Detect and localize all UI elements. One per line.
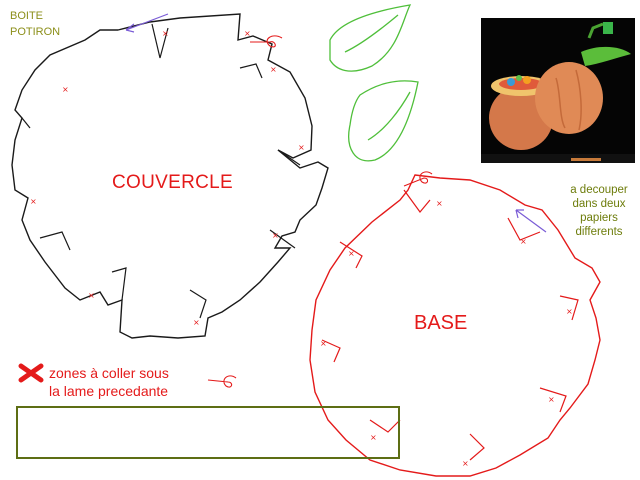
lid-notch-2 bbox=[239, 63, 263, 79]
base-notch-2 bbox=[507, 217, 541, 241]
base-glue-marks: × × × × × × × × bbox=[320, 199, 573, 468]
base-notch-6 bbox=[369, 419, 401, 433]
glue-legend: zones à coller sous la lame precedante bbox=[49, 364, 169, 400]
glue-mark: × bbox=[436, 199, 443, 208]
base-notch-4 bbox=[539, 387, 567, 413]
lid-notch-1 bbox=[151, 23, 169, 59]
glue-mark: × bbox=[88, 291, 95, 300]
lid-curl-icon bbox=[250, 35, 283, 48]
lid-notch-5 bbox=[189, 289, 207, 319]
legend-line-1: zones à coller sous bbox=[49, 365, 169, 381]
page-title: BOITE POTIRON bbox=[10, 8, 90, 40]
glue-mark: × bbox=[520, 237, 527, 246]
legend-curl-icon bbox=[207, 375, 237, 388]
glue-mark: × bbox=[298, 143, 305, 152]
lid-notch-4 bbox=[269, 229, 296, 249]
leaf-2 bbox=[348, 80, 419, 162]
photo-illustration bbox=[481, 18, 635, 163]
glue-mark: × bbox=[244, 29, 251, 38]
lid-arrow-icon bbox=[125, 13, 169, 33]
base-notch-1 bbox=[403, 189, 431, 213]
base-notch-5 bbox=[469, 433, 485, 461]
leaf-1 bbox=[329, 4, 412, 72]
note-line-1: a decouper bbox=[570, 184, 628, 196]
lid-notch-3 bbox=[277, 149, 301, 166]
glue-mark: × bbox=[162, 29, 169, 38]
base-shape bbox=[309, 174, 601, 477]
note-line-2: dans deux bbox=[572, 198, 626, 210]
glue-mark: × bbox=[370, 433, 377, 442]
note-line-3: papiers bbox=[580, 212, 618, 224]
base-notch-3 bbox=[559, 295, 579, 321]
side-strip-rectangle bbox=[16, 406, 400, 459]
base-notch-7 bbox=[321, 339, 341, 363]
glue-mark: × bbox=[272, 231, 279, 240]
base-arrow-icon bbox=[515, 209, 547, 233]
glue-mark: × bbox=[566, 307, 573, 316]
note-line-4: differents bbox=[575, 226, 623, 238]
title-line-1: BOITE bbox=[10, 10, 44, 22]
pumpkin-box-photo bbox=[481, 18, 635, 163]
legend-line-2: la lame precedante bbox=[49, 383, 169, 399]
lid-notch-6 bbox=[111, 267, 127, 301]
base-label: BASE bbox=[414, 312, 468, 334]
glue-mark: × bbox=[462, 459, 469, 468]
glue-mark: × bbox=[548, 395, 555, 404]
lid-glue-marks: × × × × × × × × × bbox=[30, 29, 305, 327]
lid-notch-8 bbox=[21, 117, 31, 129]
lid-shape bbox=[11, 13, 329, 339]
glue-mark: × bbox=[270, 65, 277, 74]
lid-notch-7 bbox=[39, 231, 71, 251]
cutting-note: a decouper dans deux papiers differents bbox=[562, 183, 636, 239]
glue-mark: × bbox=[193, 318, 200, 327]
base-curl-icon bbox=[403, 171, 433, 187]
glue-mark: × bbox=[348, 249, 355, 258]
couvercle-label: COUVERCLE bbox=[112, 172, 233, 193]
title-line-2: POTIRON bbox=[10, 26, 61, 38]
base-notch-8 bbox=[339, 241, 363, 269]
glue-mark: × bbox=[30, 197, 37, 206]
glue-mark: × bbox=[320, 339, 327, 348]
glue-zone-x-icon bbox=[18, 363, 44, 383]
glue-mark: × bbox=[62, 85, 69, 94]
